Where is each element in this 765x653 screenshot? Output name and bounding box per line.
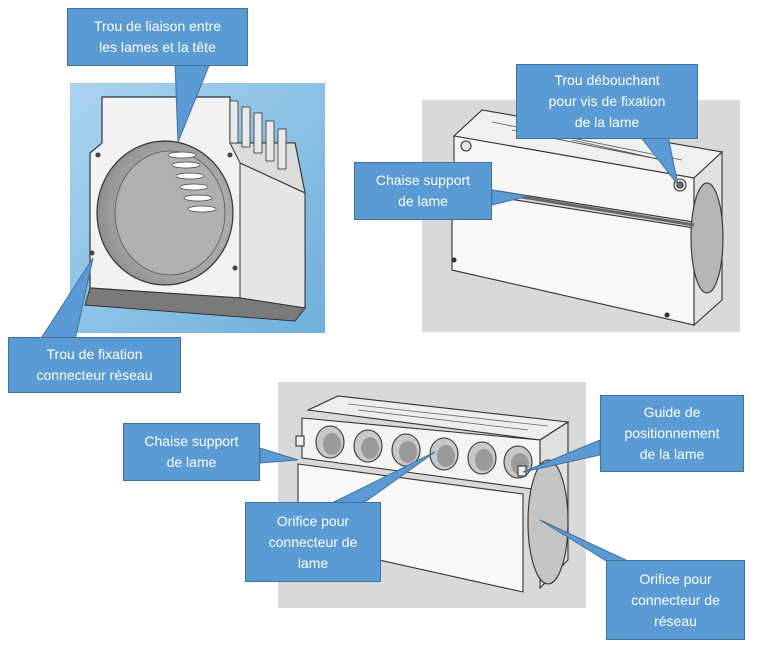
callout-chaise-support-top: Chaise support de lame bbox=[354, 162, 492, 220]
callout-line: connecteur de bbox=[268, 533, 358, 550]
pointer-trou-liaison bbox=[174, 62, 211, 143]
panel-tube-view bbox=[70, 83, 325, 333]
callout-line: Chaise support bbox=[144, 433, 239, 449]
callout-line: réseau bbox=[654, 612, 697, 629]
callout-line: Trou de fixation bbox=[46, 346, 143, 362]
part-tube-body bbox=[84, 96, 306, 322]
callout-trou-liaison: Trou de liaison entre les lames et la tê… bbox=[67, 8, 248, 66]
callout-chaise-support-bottom: Chaise support de lame bbox=[123, 423, 260, 481]
callout-line: Guide de bbox=[643, 404, 701, 420]
callout-line: Orifice pour bbox=[639, 570, 712, 587]
pointer-trou-debouchant bbox=[638, 135, 679, 186]
callout-line: Orifice pour bbox=[276, 512, 350, 529]
blade-link-slots bbox=[167, 151, 217, 213]
network-orifice bbox=[527, 459, 569, 585]
callout-line: Trou de liaison entre bbox=[93, 18, 222, 34]
callout-line: connecteur réseau bbox=[36, 367, 153, 383]
callout-orifice-lame: Orifice pour connecteur de lame bbox=[245, 502, 381, 582]
pointer-chaise-bottom bbox=[259, 447, 299, 464]
fixing-holes bbox=[89, 152, 238, 271]
callout-line: lame bbox=[297, 554, 329, 571]
pointer-trou-fixation bbox=[39, 257, 94, 341]
callout-line: de la lame bbox=[574, 114, 640, 130]
callout-line: de lame bbox=[398, 193, 448, 209]
callout-line: connecteur de bbox=[631, 591, 720, 608]
callout-line: de la lame bbox=[639, 446, 705, 462]
pointer-guide bbox=[522, 439, 601, 473]
positioning-guide bbox=[295, 435, 305, 447]
network-orifice bbox=[690, 182, 724, 294]
pointer-orifice-lame bbox=[329, 451, 436, 505]
pointer-orifice-reseau bbox=[539, 519, 631, 563]
callout-trou-debouchant: Trou débouchant pour vis de fixation de … bbox=[516, 64, 698, 139]
callout-line: de lame bbox=[166, 454, 217, 470]
blade-orifices-inner bbox=[323, 433, 529, 475]
cooling-fins bbox=[229, 100, 287, 170]
callout-guide-positionnement: Guide de positionnement de la lame bbox=[600, 395, 744, 472]
callout-trou-fixation: Trou de fixation connecteur réseau bbox=[8, 337, 181, 393]
callout-line: les lames et la tête bbox=[99, 39, 216, 55]
callout-line: Trou débouchant bbox=[554, 72, 660, 88]
part-side-body bbox=[451, 109, 724, 327]
callout-line: pour vis de fixation bbox=[548, 93, 666, 109]
callout-line: Chaise support bbox=[375, 172, 471, 188]
top-ridges bbox=[347, 403, 549, 431]
callout-orifice-reseau: Orifice pour connecteur de réseau bbox=[606, 560, 745, 640]
pointer-chaise-top bbox=[491, 189, 529, 206]
callout-line: positionnement bbox=[624, 425, 720, 441]
